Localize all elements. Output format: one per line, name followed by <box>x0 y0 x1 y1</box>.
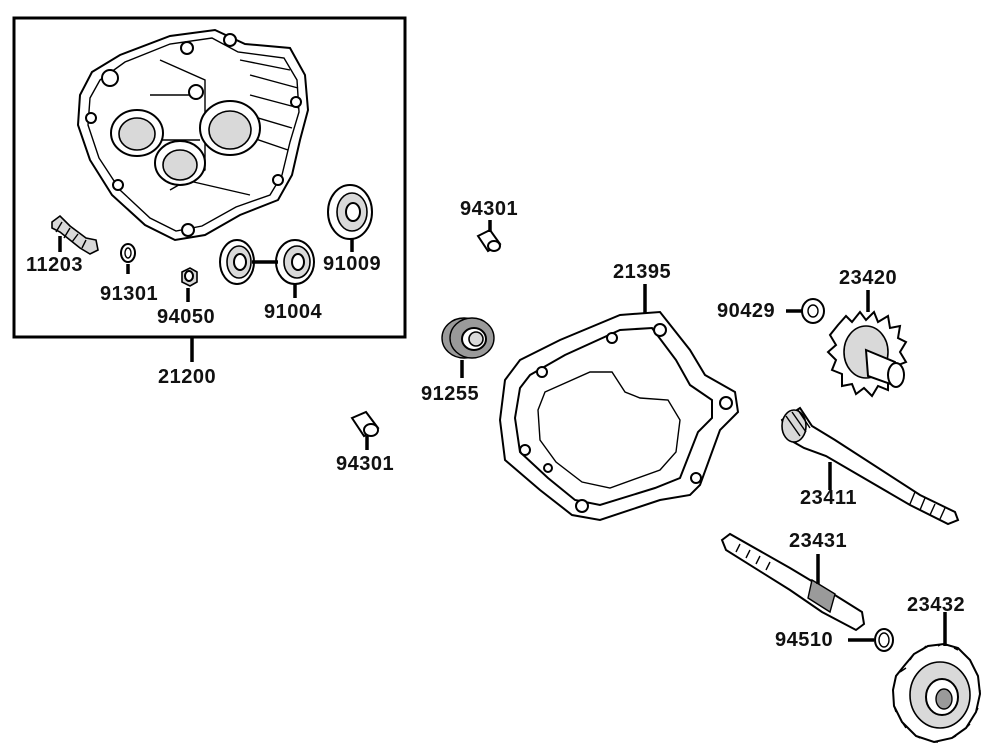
part-94301-bushing-top <box>476 220 502 253</box>
label-94301-top: 94301 <box>460 198 519 220</box>
part-91301-washer <box>120 243 136 274</box>
label-23432: 23432 <box>907 594 966 616</box>
label-94050: 94050 <box>157 306 216 328</box>
gear-case-housing <box>76 28 310 242</box>
label-91255: 91255 <box>421 383 480 405</box>
part-23431-shaft <box>720 532 866 632</box>
part-94510-circlip <box>848 628 894 652</box>
label-21395: 21395 <box>613 261 672 283</box>
part-21395-gasket <box>498 284 740 522</box>
label-94301-bottom: 94301 <box>336 453 395 475</box>
label-23420: 23420 <box>839 267 898 289</box>
part-94301-bushing-bottom <box>350 410 380 450</box>
part-94050-nut <box>181 267 198 302</box>
part-91004-bearing-pair <box>219 239 315 298</box>
part-90429-washer <box>786 298 825 324</box>
part-23411-shaft <box>780 406 960 526</box>
part-91255-oil-seal <box>441 317 495 378</box>
label-94510: 94510 <box>775 629 834 651</box>
part-91009-bearing <box>327 184 373 252</box>
label-23411: 23411 <box>800 487 858 509</box>
label-90429: 90429 <box>717 300 776 322</box>
label-23431: 23431 <box>789 530 848 552</box>
part-23432-gear <box>891 612 982 744</box>
label-21200: 21200 <box>158 366 217 388</box>
assembly-kit-box <box>12 16 407 339</box>
part-23420-gear <box>826 290 908 398</box>
label-91004: 91004 <box>264 301 323 323</box>
label-11203: 11203 <box>26 254 84 276</box>
label-91009: 91009 <box>323 253 382 275</box>
label-91301: 91301 <box>100 283 159 305</box>
part-11203-stud <box>51 214 99 255</box>
